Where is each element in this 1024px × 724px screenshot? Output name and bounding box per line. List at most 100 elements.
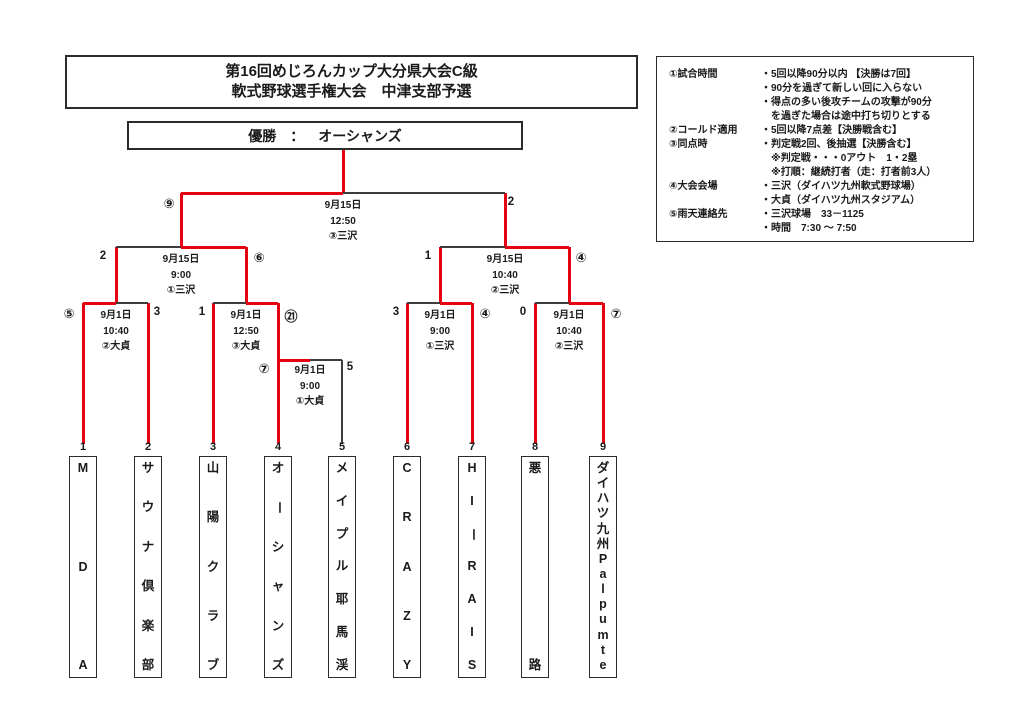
team-name-char: m [597, 627, 609, 642]
match-time: 9:00 [170, 269, 191, 281]
team-name-char: サ [141, 461, 155, 475]
match-time: 12:50 [330, 215, 356, 227]
team-name-char: ズ [271, 657, 285, 672]
match-time: 9:00 [429, 325, 450, 337]
bracket-line [181, 246, 246, 249]
rules-line: ・得点の多い後攻チームの攻撃が90分 [761, 97, 932, 108]
rules-row: ②コールド適用 ・5回以降7点差【決勝戦含む】 [669, 124, 967, 138]
bracket-line [82, 303, 85, 444]
team-box-2: サウナ倶楽部 [134, 456, 162, 678]
bracket-line [116, 246, 181, 248]
match-date: 9月1日 [553, 310, 585, 321]
team-name-char: ー [271, 501, 286, 515]
bracket-line [568, 247, 571, 303]
team-name-char: 耶 [335, 592, 349, 607]
match-venue: ①三沢 [166, 285, 196, 296]
rules-row-label: ②コールド適用 [669, 125, 738, 136]
bracket-line [535, 302, 569, 304]
match-date: 9月1日 [294, 365, 326, 376]
team-name-char: イ [596, 476, 610, 491]
rules-row: ③同点時・判定戦2回、後抽選【決勝含む】 ※判定戦・・・0アウト 1・2塁 ※打… [669, 138, 967, 180]
bracket-line [115, 247, 118, 303]
bracket-line [439, 247, 442, 303]
team-name-char: I [470, 493, 474, 508]
bracket-line [310, 359, 342, 361]
score-label-final-right: 2 [507, 196, 515, 208]
team-seed-5: 5 [338, 441, 346, 453]
match-date: 9月1日 [230, 310, 262, 321]
bracket-line [534, 303, 537, 444]
score-label-qf1-left: ⑤ [63, 306, 75, 321]
team-seed-4: 4 [274, 441, 282, 453]
team-name-char: ク [206, 559, 220, 574]
champion-label: 優勝 [248, 127, 277, 144]
team-name-char: 部 [141, 657, 155, 672]
match-time: 12:50 [233, 325, 259, 337]
rules-line: ・5回以降90分以内 【決勝は7回】 [761, 69, 917, 80]
rules-row: ④大会会場・三沢（ダイハツ九州軟式野球場）・大貞（ダイハツ九州スタジアム） [669, 180, 967, 208]
score-label-semi_right-left: 1 [424, 250, 432, 262]
team-name-char: ー [465, 527, 480, 541]
score-label-semi_left-left: 2 [99, 250, 107, 262]
team-name-char: Y [402, 658, 412, 672]
bracket-line [180, 193, 183, 247]
team-name-char: H [467, 461, 477, 475]
bracket-line [569, 302, 603, 305]
rules-line: ・三沢球場 33－1125 [761, 209, 864, 220]
champion-separator: ： [290, 127, 305, 144]
rules-info-box: ①試合時間・5回以降90分以内 【決勝は7回】・90分を過ぎて新しい回に入らない… [656, 56, 974, 242]
team-name-char: M [77, 461, 89, 475]
team-name-char: ャ [271, 579, 285, 594]
team-name-char: 山 [206, 461, 220, 475]
team-name-char: ブ [206, 658, 220, 672]
bracket-line [341, 360, 343, 444]
score-label-qf1-right: 3 [153, 306, 161, 318]
match-venue: ②大貞 [101, 341, 131, 352]
team-name-char: l [601, 582, 605, 597]
team-name-char: t [600, 642, 606, 657]
score-label-qf4-right: ⑦ [610, 306, 622, 321]
team-name-char: A [402, 559, 412, 574]
team-seed-3: 3 [209, 441, 217, 453]
rules-line: を過ぎた場合は途中打ち切りとする [761, 111, 931, 122]
match-info-qf1: 9月1日 10:40 ②大貞 [100, 308, 131, 355]
match-time: 10:40 [103, 325, 129, 337]
team-name-char: ハ [596, 491, 610, 506]
rules-line: ・三沢（ダイハツ九州軟式野球場） [761, 181, 921, 192]
rules-row: ①試合時間・5回以降90分以内 【決勝は7回】・90分を過ぎて新しい回に入らない… [669, 68, 967, 124]
team-name-char: a [599, 566, 607, 581]
team-name-char: 陽 [206, 510, 220, 525]
score-label-playin-left: ⑦ [258, 361, 270, 376]
score-label-qf2-left: 1 [198, 306, 206, 318]
team-name-char: C [402, 461, 412, 475]
rules-row-lines: ・三沢（ダイハツ九州軟式野球場）・大貞（ダイハツ九州スタジアム） [761, 180, 967, 208]
bracket-line [83, 302, 116, 305]
team-box-4: オーシャンズ [264, 456, 292, 678]
team-seed-2: 2 [144, 441, 152, 453]
team-name-char: e [599, 657, 607, 672]
match-venue: ①大貞 [295, 396, 325, 407]
team-name-char: 馬 [335, 625, 349, 640]
team-seed-6: 6 [403, 441, 411, 453]
bracket-line [602, 303, 605, 444]
team-name-char: イ [335, 493, 349, 508]
team-box-8: 悪路 [521, 456, 549, 678]
bracket-line [213, 302, 246, 304]
team-name-char: I [470, 625, 474, 640]
match-date: 9月1日 [100, 310, 132, 321]
team-name-char: R [402, 510, 412, 525]
rules-row-lines: ・5回以降7点差【決勝戦含む】 [761, 124, 967, 138]
team-name-char: R [467, 559, 477, 574]
team-box-3: 山陽クラブ [199, 456, 227, 678]
bracket-line [116, 302, 148, 304]
champion-team-name: オーシャンズ [318, 127, 402, 144]
rules-row-lines: ・5回以降90分以内 【決勝は7回】・90分を過ぎて新しい回に入らない・得点の多… [761, 68, 967, 124]
bracket-line [505, 246, 569, 249]
